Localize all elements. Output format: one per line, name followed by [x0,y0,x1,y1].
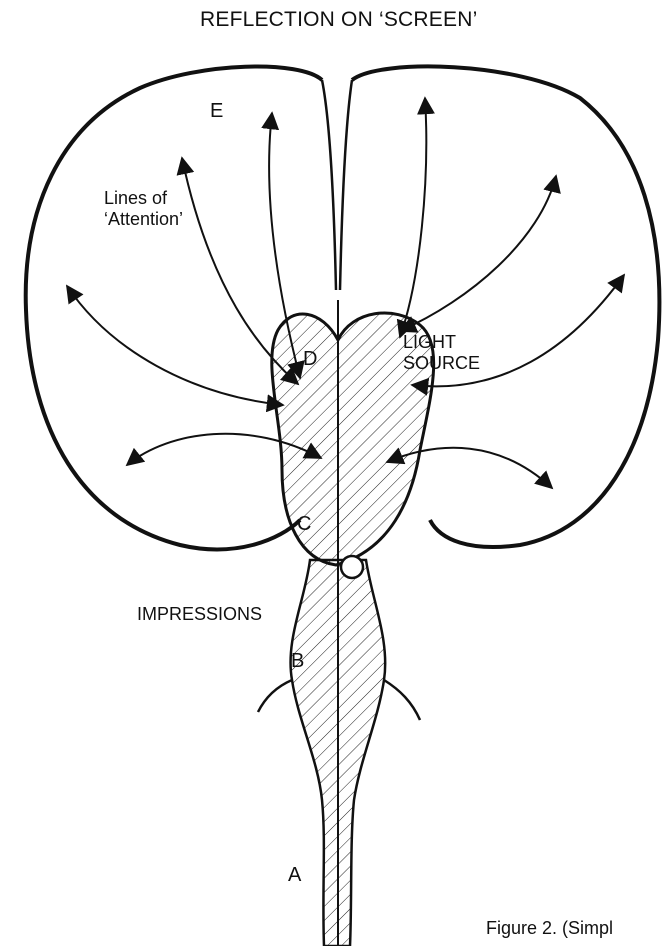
label-lines-of-attention: Lines of ‘Attention’ [104,188,183,229]
label-light-source: LIGHT SOURCE [403,332,480,373]
attention-arrow-5 [400,98,426,337]
brainstem-flare-right [384,680,420,720]
label-lines-of-attention-line1: Lines of [104,188,183,209]
label-b: B [291,650,304,673]
label-light-source-line1: LIGHT [403,332,480,353]
diagram-title: REFLECTION ON ‘SCREEN’ [200,8,477,32]
pineal-node [341,556,363,578]
label-d: D [303,348,317,371]
left-hemisphere [26,67,322,550]
brainstem-flare-left [258,680,292,712]
figure-caption: Figure 2. (Simpl [486,918,613,939]
label-e: E [210,100,223,123]
label-a: A [288,864,301,887]
label-impressions: IMPRESSIONS [137,604,262,625]
label-c: C [297,513,311,536]
label-lines-of-attention-line2: ‘Attention’ [104,209,183,230]
fissure-right [340,80,352,290]
fissure-left [322,80,336,290]
label-light-source-line2: SOURCE [403,353,480,374]
attention-arrow-3 [67,286,283,405]
